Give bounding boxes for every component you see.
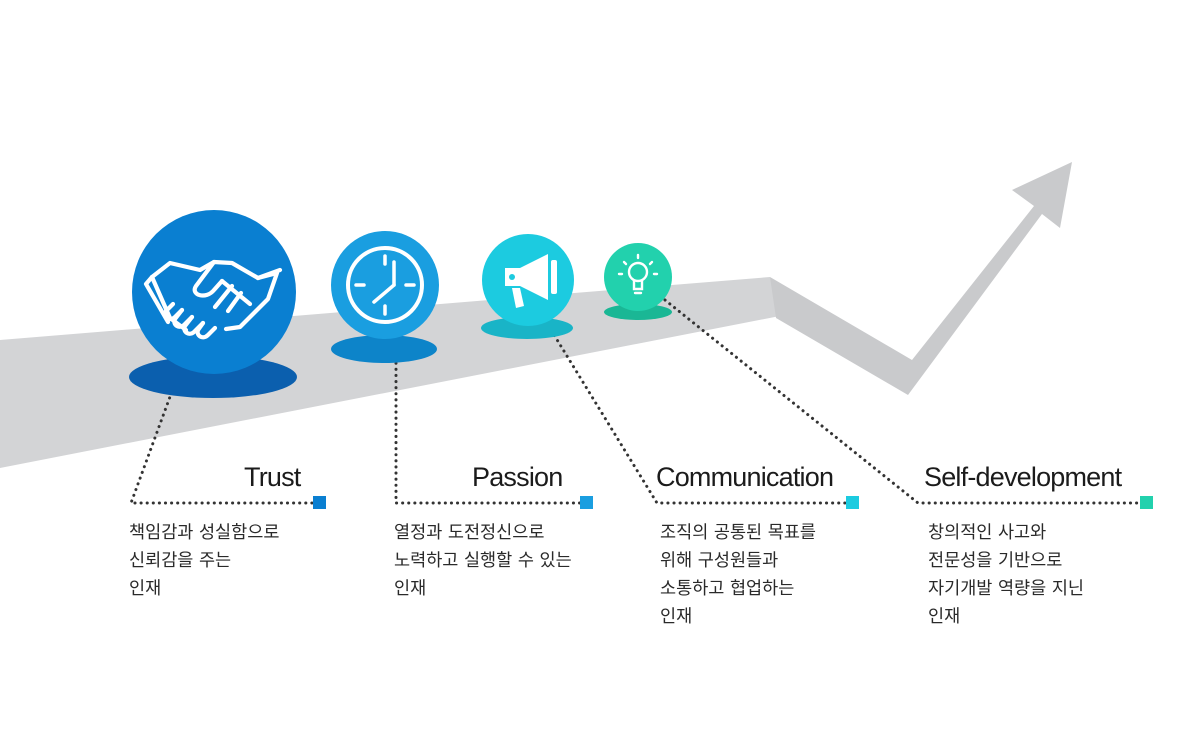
clock-icon (346, 246, 424, 324)
handshake-icon (143, 259, 283, 340)
shadow-trust (129, 356, 297, 398)
description-line: 인재 (129, 579, 162, 599)
megaphone-icon (505, 254, 557, 308)
lightbulb-icon (617, 253, 659, 295)
marker-trust (313, 496, 326, 509)
value-title-self-development: Self-development (924, 462, 1122, 492)
marker-passion (580, 496, 593, 509)
description-line: 신뢰감을 주는 (129, 551, 232, 571)
connector-trust (128, 373, 320, 505)
marker-self-development (1140, 496, 1153, 509)
description-line: 조직의 공통된 목표를 (660, 523, 817, 543)
value-description-self-development: 창의적인 사고와 전문성을 기반으로 자기개발 역량을 지닌 인재 (928, 519, 1084, 631)
description-line: 창의적인 사고와 (928, 523, 1047, 543)
description-line: 위해 구성원들과 (660, 551, 779, 571)
marker-communication (846, 496, 859, 509)
connector-self-development (663, 298, 1145, 505)
value-description-trust: 책임감과 성실함으로 신뢰감을 주는 인재 (129, 519, 279, 603)
value-title-communication: Communication (656, 462, 834, 492)
description-line: 인재 (928, 607, 961, 627)
description-line: 노력하고 실행할 수 있는 (394, 551, 572, 571)
growth-arrow-icon (770, 162, 1072, 395)
value-title-passion: Passion (472, 462, 563, 492)
description-line: 전문성을 기반으로 (928, 551, 1063, 571)
shadow-passion (331, 335, 437, 363)
connector-communication (546, 323, 852, 505)
shadow-self-development (604, 304, 672, 320)
description-line: 열정과 도전정신으로 (394, 523, 545, 543)
description-line: 인재 (394, 579, 427, 599)
connector-passion (394, 349, 586, 505)
value-description-passion: 열정과 도전정신으로 노력하고 실행할 수 있는 인재 (394, 519, 572, 603)
value-title-trust: Trust (244, 462, 301, 492)
shadow-communication (481, 317, 573, 339)
description-line: 책임감과 성실함으로 (129, 523, 280, 543)
description-line: 인재 (660, 607, 693, 627)
description-line: 소통하고 협업하는 (660, 579, 795, 599)
value-description-communication: 조직의 공통된 목표를 위해 구성원들과 소통하고 협업하는 인재 (660, 519, 816, 631)
circle-self-development (604, 243, 672, 311)
description-line: 자기개발 역량을 지닌 (928, 579, 1085, 599)
